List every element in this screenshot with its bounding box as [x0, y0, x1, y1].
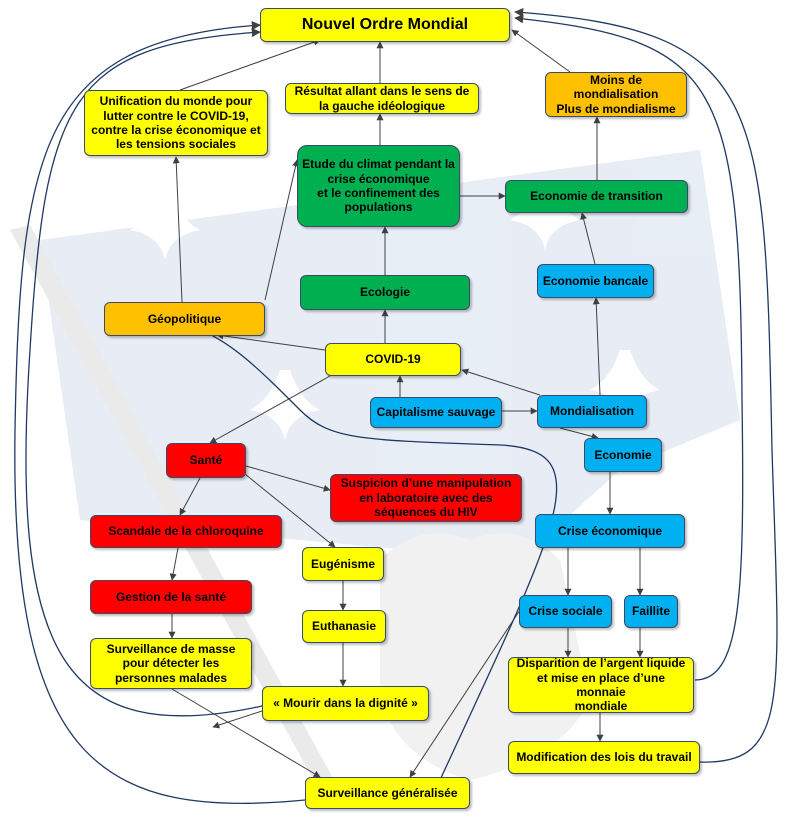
node-nouvel-ordre-mondial: Nouvel Ordre Mondial — [260, 8, 510, 42]
edge-sante-to-eugenisme — [239, 469, 336, 548]
node-economie-bancale: Economie bancale — [537, 264, 654, 298]
edge-mourir-to-generalisee — [212, 709, 266, 729]
loop-surveillance-to-nom — [14, 21, 306, 805]
fleur-de-lis-watermark-1 — [130, 190, 200, 260]
node-euthanasie: Euthanasie — [302, 610, 386, 643]
node-crise-economique: Crise économique — [535, 514, 685, 548]
edge-geo-to-etude — [264, 159, 300, 301]
node-mourir-dans-la-dignite: « Mourir dans la dignité » — [262, 686, 429, 721]
node-ecologie: Ecologie — [300, 275, 470, 310]
loop-generalisee-to-geopolitique — [194, 326, 558, 781]
edge-mondialisation-to-bancale — [592, 297, 601, 396]
edge-geo-to-unification — [172, 156, 183, 303]
node-etude-du-climat: Etude du climat pendant la crise économi… — [297, 145, 460, 227]
node-eugenisme: Eugénisme — [302, 547, 384, 581]
node-faillite: Faillite — [624, 595, 678, 628]
edge-bancale-to-transition — [580, 212, 596, 265]
loop-mourir-to-nom — [25, 28, 263, 717]
edge-moins-to-nom — [511, 29, 571, 73]
edge-covid-to-sante — [209, 375, 331, 444]
node-scandale-chloroquine: Scandale de la chloroquine — [90, 515, 282, 548]
node-disparition-argent-liquide: Disparition de l’argent liquide et mise … — [508, 656, 694, 713]
node-geopolitique: Géopolitique — [104, 302, 265, 336]
node-moins-de-mondialisation: Moins de mondialisation Plus de mondiali… — [545, 72, 687, 117]
node-suspicion-manipulation: Suspicion d’une manipulation en laborato… — [330, 474, 522, 522]
node-covid-19: COVID-19 — [325, 343, 461, 376]
node-surveillance-generalisee: Surveillance généralisée — [305, 777, 470, 809]
node-sante: Santé — [166, 443, 246, 478]
edge-surveillance-to-generalisee — [171, 688, 321, 778]
node-mondialisation: Mondialisation — [537, 395, 647, 428]
node-capitalisme-sauvage: Capitalisme sauvage — [370, 397, 502, 428]
node-crise-sociale: Crise sociale — [519, 595, 612, 628]
edge-chloroquine-to-gestion — [169, 547, 179, 581]
node-gestion-de-la-sante: Gestion de la santé — [90, 580, 252, 614]
fleur-de-lis-watermark-2 — [510, 180, 580, 250]
node-economie: Economie — [584, 438, 662, 472]
edge-mondialisation-to-covid — [461, 368, 541, 396]
node-economie-de-transition: Economie de transition — [505, 180, 688, 213]
node-modification-lois-travail: Modification des lois du travail — [508, 741, 700, 774]
node-resultat-gauche-ideologique: Résultat allant dans le sens de la gauch… — [285, 83, 479, 114]
edge-mondialisation-to-economie — [559, 427, 599, 440]
node-unification-du-monde: Unification du monde pour lutter contre … — [84, 90, 268, 156]
node-surveillance-de-masse: Surveillance de masse pour détecter les … — [90, 638, 252, 689]
figure-watermark — [380, 533, 590, 780]
loop-disparition-to-nom — [514, 14, 744, 681]
edge-sociale-to-generalisee — [409, 609, 521, 778]
edge-sante-to-suspicion — [245, 465, 331, 492]
edge-unification-to-nom — [179, 38, 321, 91]
fleur-de-lis-watermark-4 — [590, 350, 660, 420]
fleur-de-lis-watermark-3 — [250, 370, 320, 440]
edge-sante-to-chloroquine — [179, 477, 201, 516]
loop-modification-to-nom — [514, 8, 778, 763]
edge-covid-to-geo — [216, 332, 326, 351]
